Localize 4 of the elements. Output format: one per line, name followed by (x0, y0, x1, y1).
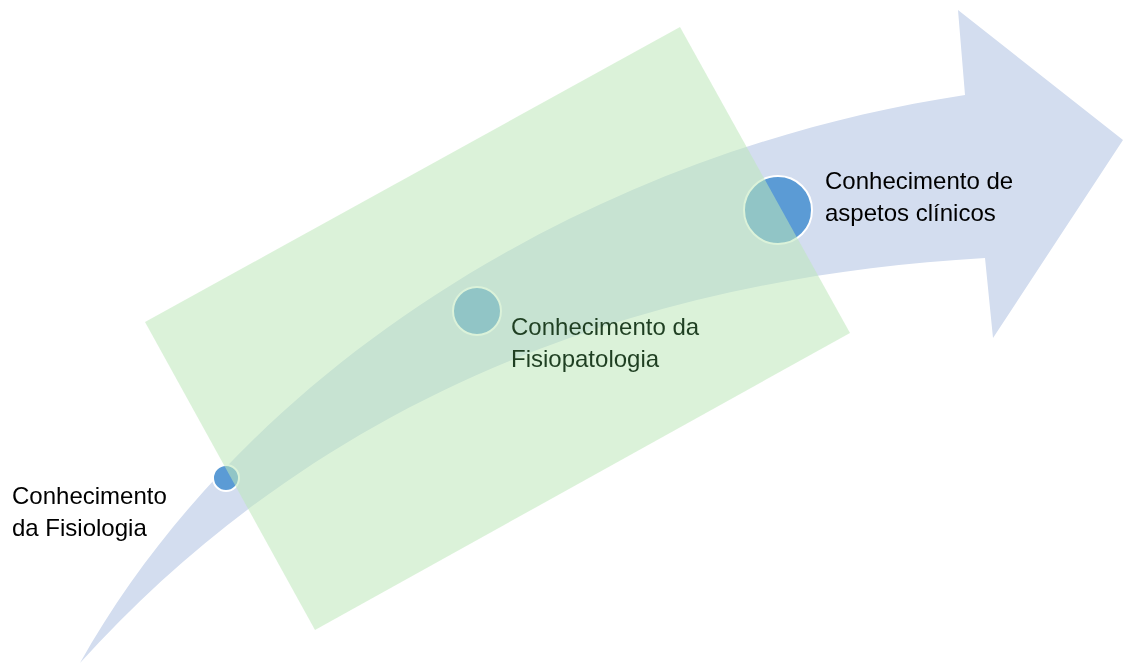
stage-label: Conhecimento da Fisiologia (12, 481, 168, 543)
stage-label: Conhecimento de aspetos clínicos (825, 166, 1015, 228)
circle-marker (212, 464, 240, 492)
stage-label: Conhecimento da Fisiopatologia (511, 312, 701, 374)
